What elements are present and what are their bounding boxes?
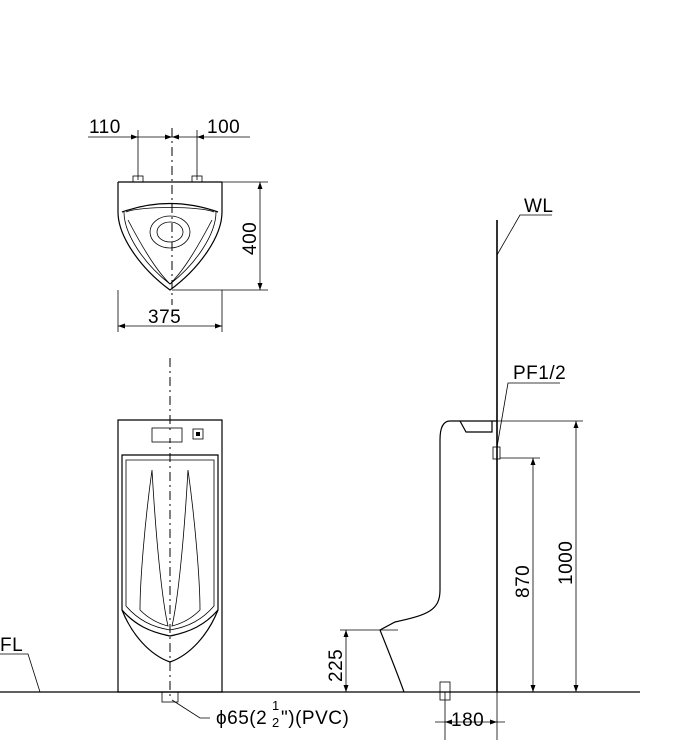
dim-375: 375: [148, 307, 181, 328]
dim-400: 400: [240, 222, 261, 255]
front-view: [117, 358, 223, 703]
inlet-label: PF1/2: [513, 363, 566, 384]
dim-1000: 1000: [556, 541, 577, 585]
side-view: [340, 214, 583, 740]
drain-spec-prefix: ϕ65(2: [216, 708, 267, 729]
dim-100: 100: [207, 117, 240, 138]
drain-spec-suffix: ")(PVC): [281, 708, 349, 729]
drain-fraction-denominator: 2: [272, 715, 279, 730]
dim-870: 870: [513, 565, 534, 598]
dim-180: 180: [451, 710, 484, 731]
dim-225: 225: [326, 649, 347, 682]
wall-line-label: WL: [524, 196, 554, 217]
dim-110: 110: [89, 117, 121, 138]
top-view: [88, 128, 268, 332]
drain-fraction-numerator: 1: [272, 698, 279, 713]
floor-line-label: FL: [0, 635, 23, 656]
